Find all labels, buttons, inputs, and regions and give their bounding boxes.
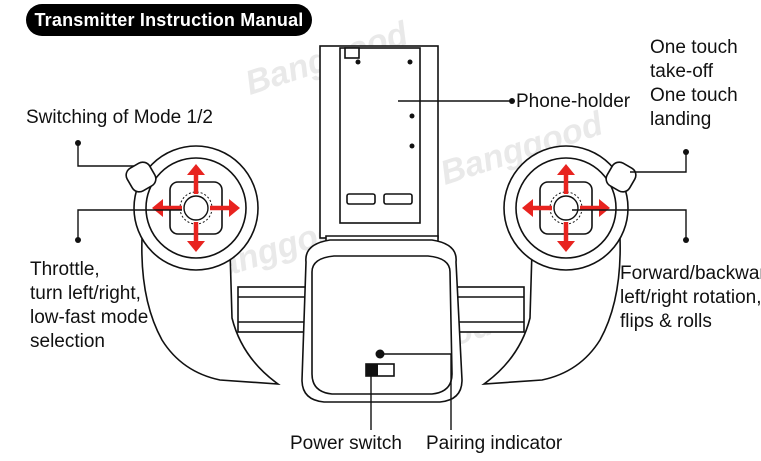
left-stick[interactable] — [183, 195, 209, 221]
arrow-left-head — [522, 199, 533, 217]
leader-dot-icon — [75, 237, 81, 243]
takeoff-leader — [630, 152, 687, 173]
phone-holder-slot-left — [346, 193, 376, 205]
leader-dot-icon — [683, 237, 689, 243]
phone-holder-screw-3 — [409, 113, 415, 119]
throttle-leader — [77, 209, 182, 240]
phone-holder-slot-right — [383, 193, 413, 205]
right-rail — [455, 286, 525, 333]
left-grip — [141, 237, 281, 385]
forward-leader — [572, 209, 687, 240]
pairing-indicator-label: Pairing indicator — [426, 433, 563, 454]
right-shoulder-button — [605, 161, 637, 193]
takeoff-landing-label: One touch take-off One touch landing — [650, 36, 738, 132]
phone-holder-screw-2 — [407, 59, 413, 65]
arrow-down-head — [187, 241, 205, 252]
phone-holder-screw-4 — [409, 143, 415, 149]
right-grip — [481, 237, 621, 385]
mode-switch-label: Switching of Mode 1/2 — [26, 107, 213, 128]
takeoff-line-1: One touch — [650, 37, 738, 58]
page-title: Transmitter Instruction Manual — [34, 10, 304, 30]
takeoff-line-4: landing — [650, 109, 712, 130]
phone-holder-label: Phone-holder — [516, 91, 631, 112]
leader-dot-icon — [509, 98, 515, 104]
arrow-right-head — [229, 199, 240, 217]
four-way-arrow-icon — [152, 164, 240, 252]
center-body-inner — [311, 255, 453, 395]
mode-switch-leader — [77, 143, 134, 167]
arrow-up-head — [187, 164, 205, 175]
four-way-arrow-icon — [522, 164, 610, 252]
takeoff-line-2: take-off — [650, 61, 714, 82]
pairing-leader — [383, 353, 452, 430]
phone-holder-screw-1 — [355, 59, 361, 65]
left-rail — [237, 286, 307, 333]
forward-line-1: Forward/backward, — [620, 263, 761, 284]
forward-line-2: left/right rotation, — [620, 287, 761, 308]
right-stick[interactable] — [553, 195, 579, 221]
power-switch-label: Power switch — [290, 433, 402, 454]
arrow-left-head — [152, 199, 163, 217]
throttle-label: Throttle, turn left/right, low-fast mode… — [30, 258, 148, 354]
forward-backward-label: Forward/backward, left/right rotation, f… — [620, 262, 761, 334]
throttle-line-1: Throttle, — [30, 259, 100, 280]
left-shoulder-button — [125, 161, 157, 193]
arrow-right-head — [599, 199, 610, 217]
takeoff-line-3: One touch — [650, 85, 738, 106]
throttle-line-3: low-fast mode — [30, 307, 149, 328]
arrow-down-head — [557, 241, 575, 252]
phone-holder-tab — [344, 47, 360, 59]
pairing-indicator-led — [375, 349, 385, 359]
arrow-up-head — [557, 164, 575, 175]
leader-dot-icon — [683, 149, 689, 155]
header-banner: Transmitter Instruction Manual — [26, 4, 312, 36]
power-switch-knob — [366, 364, 378, 376]
leader-dot-icon — [75, 140, 81, 146]
forward-line-3: flips & rolls — [620, 311, 712, 332]
throttle-line-2: turn left/right, — [30, 283, 141, 304]
throttle-line-4: selection — [30, 331, 105, 352]
